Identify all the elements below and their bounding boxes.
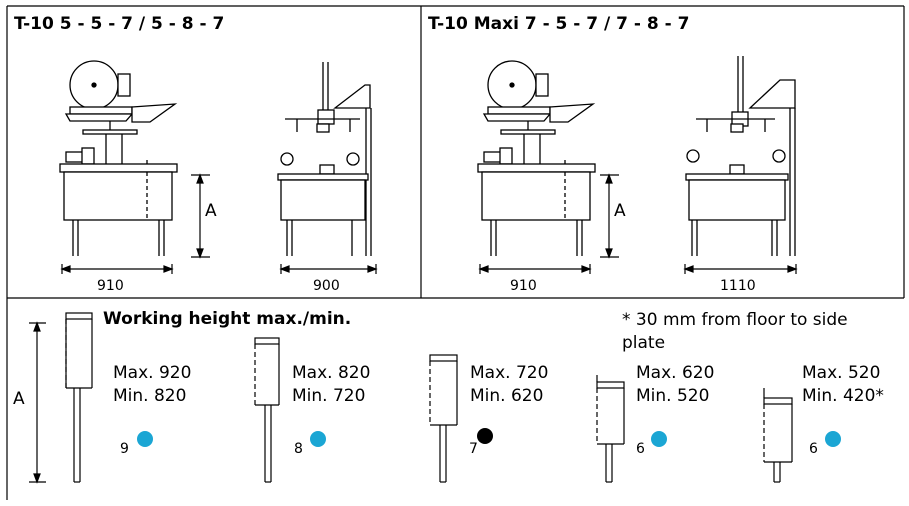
width-dimension-right-side xyxy=(683,264,798,274)
left-panel-title: T-10 5 - 5 - 7 / 5 - 8 - 7 xyxy=(14,14,225,34)
height-dimension-bottom xyxy=(29,321,46,484)
leg-7-max: Max. 720 xyxy=(470,363,549,383)
leg-diagram-8 xyxy=(254,337,280,483)
machine-front-view-right xyxy=(477,60,596,256)
right-front-width: 910 xyxy=(510,278,537,294)
left-height-label: A xyxy=(205,201,217,221)
left-front-width: 910 xyxy=(97,278,124,294)
right-height-label: A xyxy=(614,201,626,221)
panel-frame xyxy=(6,5,905,500)
machine-front-view-left xyxy=(59,60,178,256)
leg-9-min: Min. 820 xyxy=(113,386,187,406)
right-side-width: 1110 xyxy=(720,278,756,294)
bottom-height-label: A xyxy=(13,389,25,409)
machine-side-view-left xyxy=(277,62,372,256)
width-dimension-left-side xyxy=(279,264,378,274)
leg-6a-number: 6 xyxy=(636,441,645,457)
leg-6a-dot xyxy=(651,431,667,447)
leg-6b-number: 6 xyxy=(809,441,818,457)
leg-8-dot xyxy=(310,431,326,447)
leg-diagram-7 xyxy=(429,354,458,483)
leg-diagram-9 xyxy=(65,312,93,483)
leg-diagram-6b xyxy=(763,388,793,483)
leg-9-dot xyxy=(137,431,153,447)
leg-6b-min: Min. 420* xyxy=(802,386,884,406)
leg-6a-max: Max. 620 xyxy=(636,363,715,383)
leg-7-number: 7 xyxy=(469,441,478,457)
height-dimension-right xyxy=(600,173,619,259)
leg-9-number: 9 xyxy=(120,441,129,457)
right-panel-title: T-10 Maxi 7 - 5 - 7 / 7 - 8 - 7 xyxy=(428,14,690,34)
leg-8-number: 8 xyxy=(294,441,303,457)
width-dimension-left-front xyxy=(60,264,174,274)
leg-8-min: Min. 720 xyxy=(292,386,366,406)
left-side-width: 900 xyxy=(313,278,340,294)
leg-diagram-6a xyxy=(596,375,625,483)
leg-7-dot xyxy=(477,428,493,444)
leg-6b-max: Max. 520 xyxy=(802,363,881,383)
width-dimension-right-front xyxy=(478,264,592,274)
leg-9-max: Max. 920 xyxy=(113,363,192,383)
leg-6b-dot xyxy=(825,431,841,447)
leg-7-min: Min. 620 xyxy=(470,386,544,406)
working-height-heading: Working height max./min. xyxy=(103,309,352,329)
machine-side-view-right xyxy=(685,56,796,256)
floor-note: * 30 mm from floor to side plate xyxy=(622,310,848,353)
leg-6a-min: Min. 520 xyxy=(636,386,710,406)
leg-8-max: Max. 820 xyxy=(292,363,371,383)
height-dimension-left xyxy=(191,173,210,259)
